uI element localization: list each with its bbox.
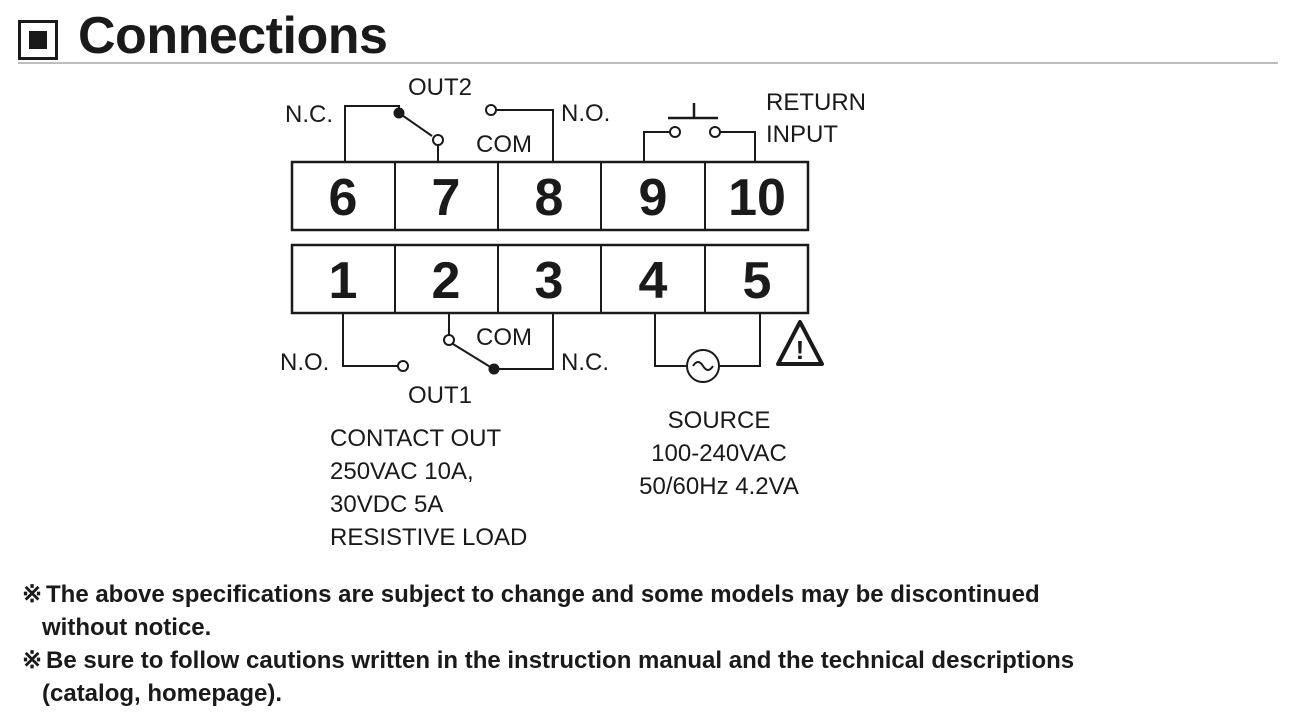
return-pushbutton-icon (643, 103, 756, 162)
contact-spec-line: 250VAC 10A, (330, 458, 474, 485)
terminal-1: 1 (329, 252, 358, 310)
note-mark: ※ (22, 581, 43, 608)
warning-mark: ! (796, 335, 805, 365)
input-label: INPUT (766, 121, 838, 148)
no-top-label: N.O. (561, 100, 610, 127)
terminal-9: 9 (639, 169, 668, 227)
out2-relay-switch-icon (344, 104, 554, 162)
page-title: Connections (78, 7, 388, 65)
terminal-5: 5 (743, 252, 772, 310)
warning-icon: ! (776, 320, 824, 366)
note-specifications: ※The above specifications are subject to… (22, 578, 1272, 644)
terminal-6: 6 (329, 169, 358, 227)
out1-label: OUT1 (408, 382, 472, 409)
terminal-3: 3 (535, 252, 564, 310)
section-title: Connections (18, 7, 718, 68)
contact-spec-line: 30VDC 5A (330, 491, 444, 518)
note-text: Be sure to follow cautions written in th… (46, 647, 1075, 674)
source-spec-line: SOURCE (667, 407, 771, 434)
source-spec: SOURCE 100-240VAC 50/60Hz 4.2VA (612, 404, 826, 503)
note-text-continued: (catalog, homepage). (42, 680, 283, 707)
no-bottom-label: N.O. (280, 349, 329, 376)
terminal-10: 10 (728, 169, 786, 227)
note-cautions: ※Be sure to follow cautions written in t… (22, 644, 1272, 710)
source-spec-line: 100-240VAC (651, 440, 787, 467)
title-square-icon (18, 20, 58, 60)
note-text: The above specifications are subject to … (46, 581, 1040, 608)
out1-relay-switch-icon (342, 313, 554, 375)
out2-label: OUT2 (408, 74, 472, 101)
terminal-2: 2 (432, 252, 461, 310)
nc-bottom-label: N.C. (561, 349, 609, 376)
contact-spec-line: RESISTIVE LOAD (330, 524, 528, 551)
return-label: RETURN (766, 89, 866, 116)
com-top-label: COM (476, 131, 532, 158)
terminal-8: 8 (535, 169, 564, 227)
terminal-4: 4 (639, 252, 668, 310)
note-mark: ※ (22, 647, 43, 674)
source-spec-line: 50/60Hz 4.2VA (639, 473, 799, 500)
nc-top-label: N.C. (285, 101, 333, 128)
notes: ※The above specifications are subject to… (22, 578, 1272, 710)
terminal-7: 7 (432, 169, 461, 227)
contact-spec: CONTACT OUT 250VAC 10A, 30VDC 5A RESISTI… (330, 422, 527, 554)
contact-spec-line: CONTACT OUT (330, 425, 502, 452)
terminal-block-top: 6 7 8 9 10 (290, 160, 810, 232)
terminal-block-bottom: 1 2 3 4 5 (290, 243, 810, 315)
title-divider (18, 62, 1278, 64)
note-text-continued: without notice. (42, 614, 212, 641)
ac-source-icon (654, 313, 761, 383)
com-bottom-label: COM (476, 324, 532, 351)
